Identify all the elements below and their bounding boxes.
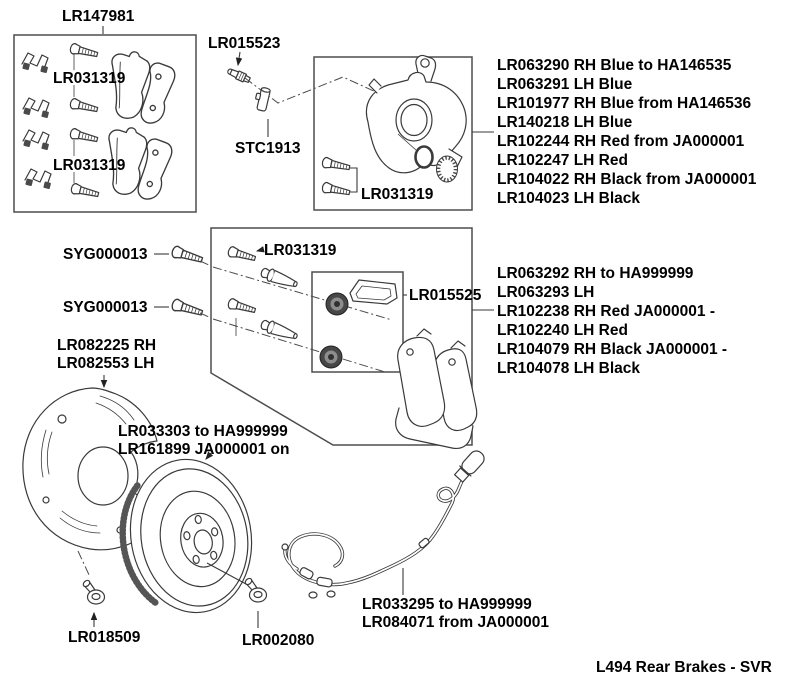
caliper-bolts-drawing [320, 156, 352, 199]
carrier-variant-5: LR104079 RH Black JA000001 - [497, 341, 727, 358]
leader-seals [397, 133, 417, 151]
guide-bolts-drawing [226, 245, 257, 317]
leader-disc-screw-diag [206, 562, 247, 585]
axis-lower-out [199, 312, 212, 319]
carrier-frame [210, 227, 473, 446]
label-disc-line2: LR161899 JA000001 on [118, 441, 289, 458]
carrier-bracket-drawing [395, 328, 478, 450]
caliper-variant-5: LR102244 RH Red from JA000001 [497, 133, 745, 150]
pad-retainer-clips [21, 52, 52, 190]
label-bleed-screw: LR015523 [208, 35, 281, 52]
shim-drawing [349, 279, 398, 305]
hub-bolts-group: SYG000013 SYG000013 [63, 244, 212, 320]
diagram-title: L494 Rear Brakes - SVR [596, 659, 772, 676]
label-caliper-bolts: LR031319 [361, 186, 434, 203]
caliper-drawing [365, 54, 467, 174]
caliper-variant-list: LR063290 RH Blue to HA146535 LR063291 LH… [497, 57, 757, 207]
brake-disc-drawing [119, 458, 253, 614]
caliper-variant-1: LR063290 RH Blue to HA146535 [497, 57, 732, 74]
label-hub-bolt-lower: SYG000013 [63, 299, 148, 316]
label-dust-shield-lh: LR082553 LH [57, 355, 154, 372]
label-gasket-kit: LR015525 [409, 287, 482, 304]
hub-bolt-lower-drawing [170, 297, 205, 320]
disc-screw-drawing [243, 576, 268, 603]
carrier-variant-1: LR063292 RH to HA999999 [497, 265, 694, 282]
guide-boot-upper [325, 292, 349, 316]
label-pad-bolt-top: LR031319 [53, 70, 126, 87]
caliper-variant-8: LR104023 LH Black [497, 190, 640, 207]
caliper-variant-3: LR101977 RH Blue from HA146536 [497, 95, 752, 112]
label-dust-shield-rh: LR082225 RH [57, 337, 156, 354]
guide-pins-drawing [258, 265, 300, 344]
abs-sensor-group: LR033295 to HA999999 LR084071 from JA000… [281, 450, 549, 631]
carrier-variant-2: LR063293 LH [497, 284, 594, 301]
label-sensor-line1: LR033295 to HA999999 [362, 596, 532, 613]
label-pad-bolt-bottom: LR031319 [53, 157, 126, 174]
disc-screw-group: LR002080 [206, 562, 314, 649]
label-bleed-cap: STC1913 [235, 140, 301, 157]
label-disc-line1: LR033303 to HA999999 [118, 423, 288, 440]
caliper-box: LR031319 [313, 54, 494, 211]
carrier-variant-3: LR102238 RH Red JA000001 - [497, 303, 715, 320]
caliper-variant-4: LR140218 LH Blue [497, 114, 633, 131]
leader-disc [205, 451, 214, 460]
abs-sensor-drawing [281, 450, 485, 599]
leader-caliper-bolts [350, 167, 358, 193]
pad-kit-frame [13, 34, 197, 213]
carrier-variant-list: LR063292 RH to HA999999 LR063293 LH LR10… [497, 265, 727, 377]
axis-upper-out [199, 260, 212, 267]
label-guide-bolt: LR031319 [264, 242, 337, 259]
shield-screw-drawing [81, 578, 106, 605]
label-sensor-line2: LR084071 from JA000001 [362, 614, 549, 631]
bleed-screw-group: LR015523 STC1913 [208, 35, 390, 157]
axis-shield-screw [77, 550, 91, 578]
hub-bolt-upper-drawing [170, 244, 205, 267]
assembly-axes-carrier [212, 266, 393, 373]
guide-boot-lower [319, 345, 343, 369]
carrier-variant-4: LR102240 LH Red [497, 322, 628, 339]
leader-bleed-screw [235, 51, 243, 67]
caliper-variant-6: LR102247 LH Red [497, 152, 628, 169]
caliper-frame [313, 56, 473, 211]
leader-guide-bolt [255, 246, 265, 253]
label-pad-kit: LR147981 [62, 8, 135, 25]
bleed-cap-drawing [255, 87, 271, 112]
label-disc-screw: LR002080 [242, 632, 314, 649]
label-hub-bolt-upper: SYG000013 [63, 246, 148, 263]
brake-disc-group: LR033303 to HA999999 LR161899 JA000001 o… [118, 423, 289, 614]
gasket-kit-frame [311, 271, 404, 373]
piston-seal-drawing [414, 145, 458, 183]
carrier-variant-6: LR104078 LH Black [497, 360, 640, 377]
shield-screw-group: LR018509 [68, 578, 141, 646]
carrier-box: LR031319 LR015525 [210, 227, 494, 450]
label-shield-screw: LR018509 [68, 629, 141, 646]
sensor-head [453, 450, 485, 483]
caliper-variant-7: LR104022 RH Black from JA000001 [497, 171, 757, 188]
bleed-screw-drawing [227, 68, 251, 83]
harness-clips [299, 537, 430, 599]
caliper-variant-2: LR063291 LH Blue [497, 76, 633, 93]
pad-kit-box: LR147981 LR031319 LR031319 [13, 8, 197, 213]
